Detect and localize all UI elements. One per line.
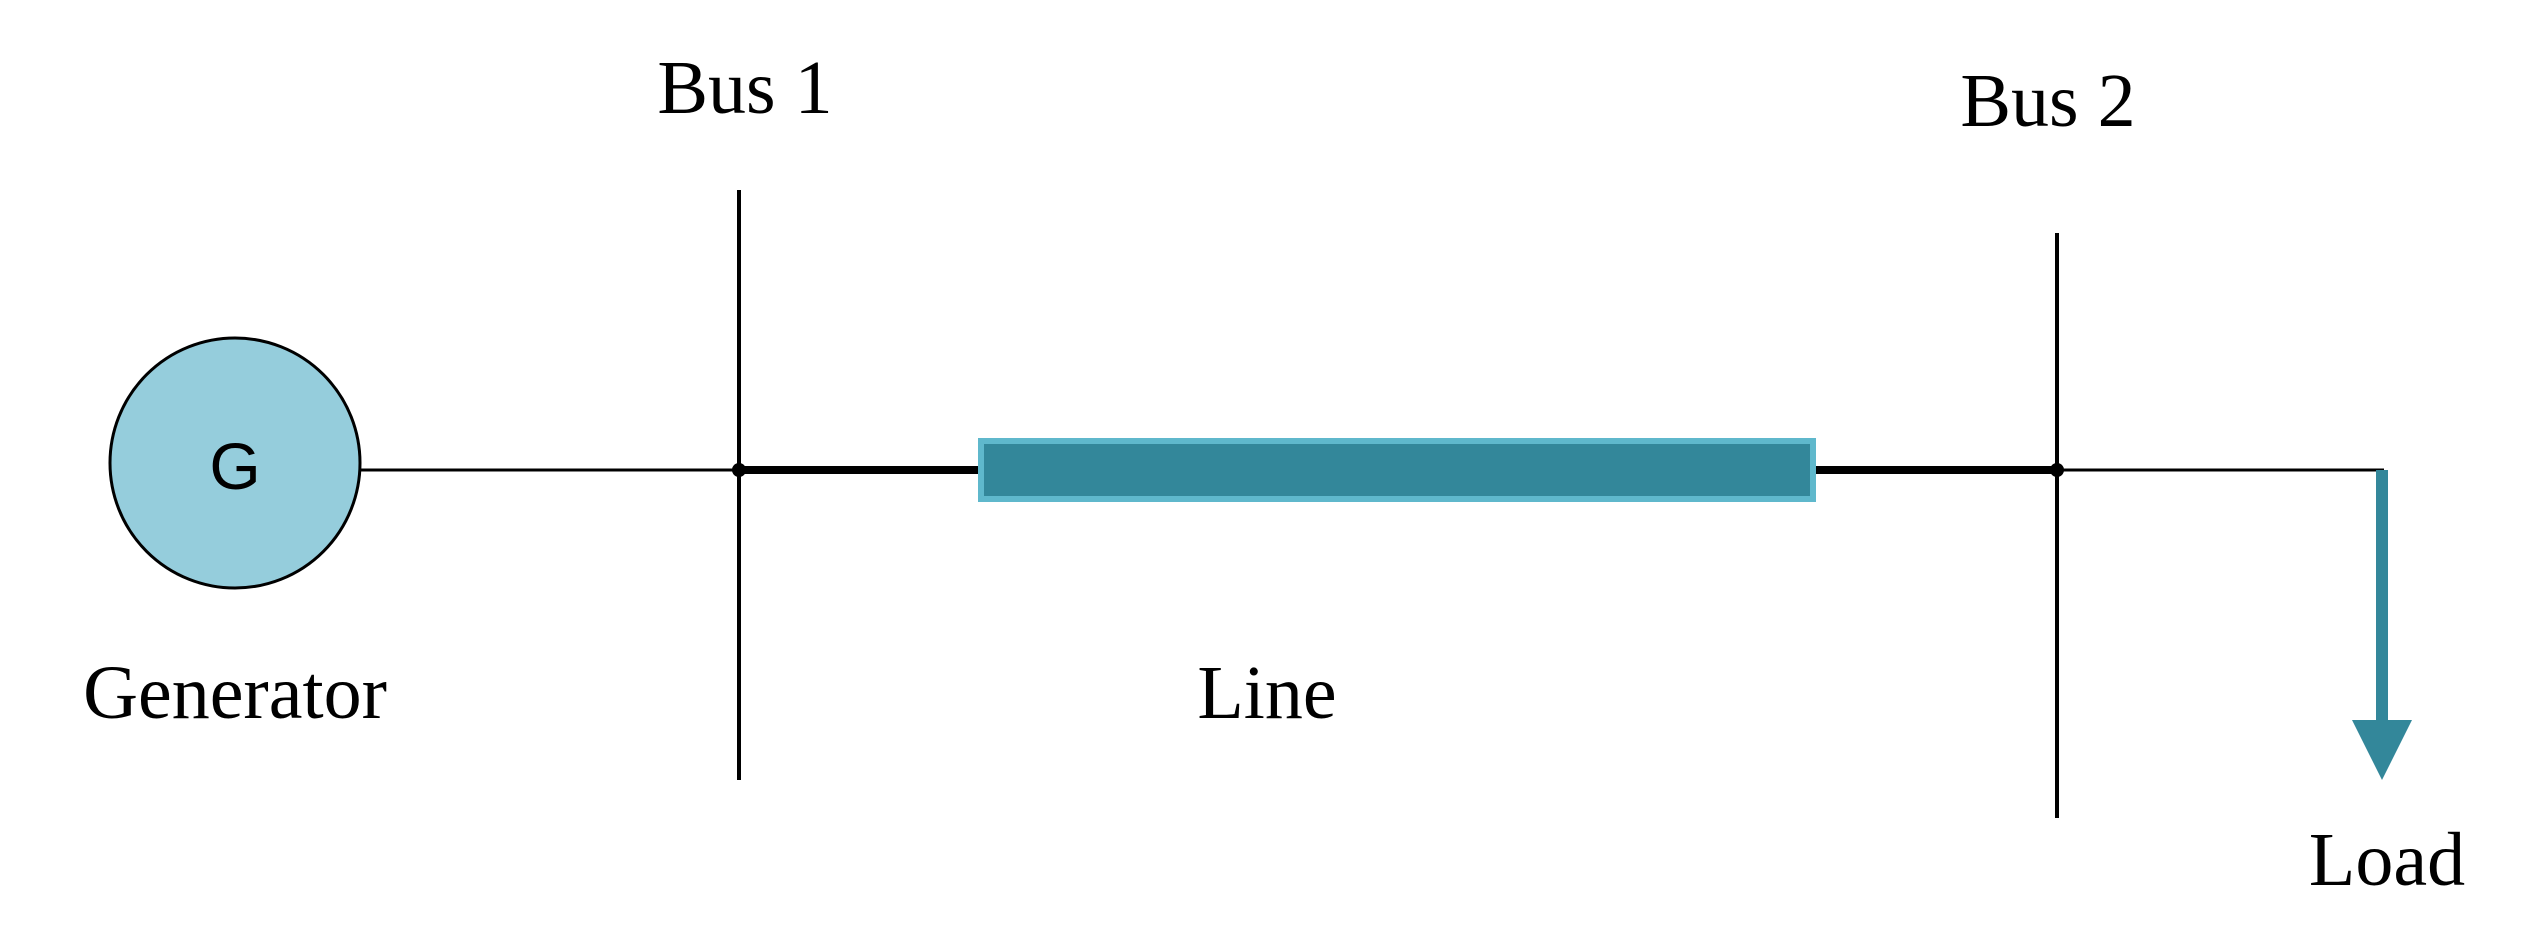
load-arrow-icon xyxy=(2352,720,2412,780)
generator-symbol: G xyxy=(209,429,260,503)
generator-label: Generator xyxy=(83,651,387,735)
line-label: Line xyxy=(1197,651,1336,735)
transmission-line-block xyxy=(978,438,1816,502)
bus1-label: Bus 1 xyxy=(657,46,832,130)
bus2-junction-dot xyxy=(2050,463,2064,477)
load-label: Load xyxy=(2309,818,2465,902)
generator-circle xyxy=(108,336,362,590)
bus1-junction-dot xyxy=(732,463,746,477)
bus2-label: Bus 2 xyxy=(1960,59,2135,143)
